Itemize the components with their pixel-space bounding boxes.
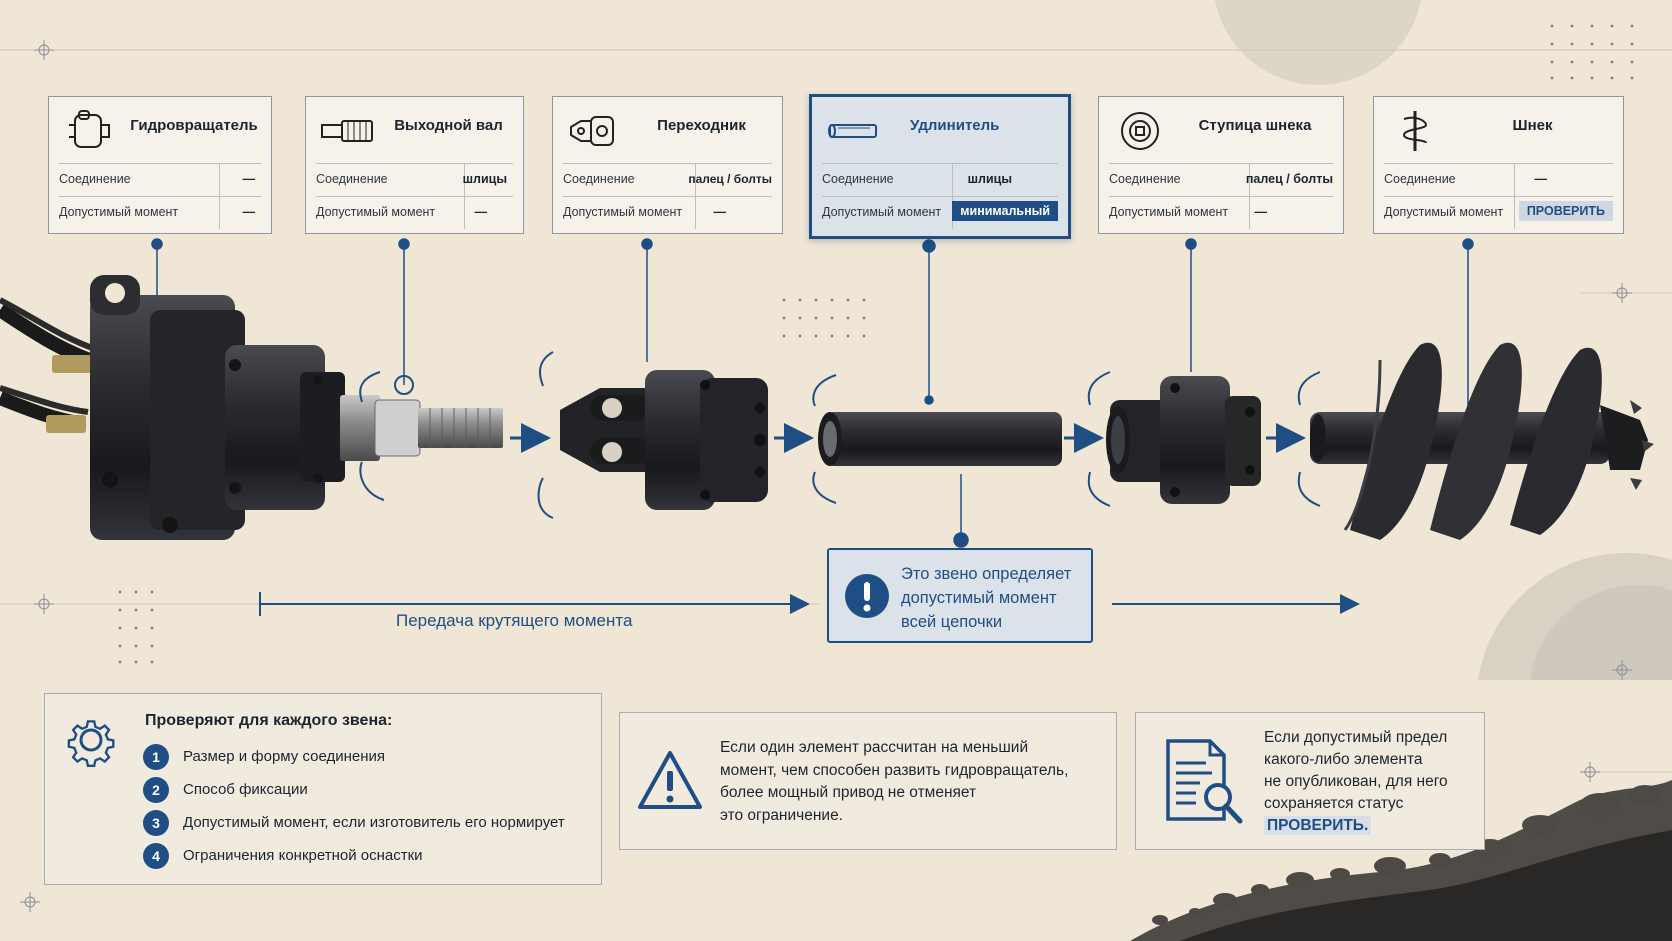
rocky-ground (1130, 780, 1672, 941)
item-text: Ограничения конкретной оснастки (183, 847, 423, 864)
card-title: Шнек (1512, 117, 1553, 134)
torque-value: — (242, 205, 256, 219)
info-line-1: Если допустимый предел (1264, 729, 1448, 746)
card-auger: Шнек Соединение — Допустимый момент ПРОВЕР… (1373, 96, 1624, 234)
checklist-box: Проверяют для каждого звена: 1 Размер и ф… (44, 693, 602, 885)
info-line-2: какого-либо элемента (1264, 751, 1423, 768)
checklist-title: Проверяют для каждого звена: (145, 712, 393, 729)
auger-hub (1106, 376, 1261, 504)
connection-label: Соединение (563, 172, 635, 186)
torque-label: Допустимый момент (563, 205, 683, 219)
warning-triangle-icon (638, 751, 702, 809)
torque-value: — (713, 205, 727, 219)
extension-bar-icon (828, 124, 877, 138)
torque-value-check-badge: ПРОВЕРИТЬ (1518, 201, 1613, 221)
connection-label: Соединение (316, 172, 388, 186)
card-title: Гидровращатель (130, 117, 258, 134)
connection-label: Соединение (1109, 172, 1181, 186)
connection-value: палец / болты (688, 172, 772, 186)
torque-label: Допустимый момент (316, 205, 436, 219)
callout-line-3: всей цепочки (901, 613, 1003, 631)
item-number: 1 (143, 744, 169, 770)
item-text: Допустимый момент, если изготовитель его… (183, 814, 565, 831)
info-box: Если допустимый предел какого-либо элеме… (1135, 712, 1485, 850)
torque-value-minimal-badge: минимальный (952, 201, 1058, 221)
warning-line-2: момент, чем способен развить гидровращат… (720, 761, 1069, 779)
torque-label: Допустимый момент (1109, 205, 1229, 219)
callout-line-1: Это звено определяет (901, 565, 1072, 583)
rotation-arrows (359, 351, 1321, 519)
hydraulic-motor (0, 275, 503, 540)
torque-value: — (1254, 205, 1268, 219)
item-number: 3 (143, 810, 169, 836)
connection-value: — (242, 172, 256, 186)
connection-label: Соединение (59, 172, 131, 186)
auger (1310, 342, 1654, 540)
item-text: Размер и форму соединения (183, 748, 386, 765)
check-status-badge: ПРОВЕРИТЬ. (1264, 816, 1372, 835)
card-adapter: Переходник Соединение палец / болты Допус… (552, 96, 783, 234)
splined-shaft-icon (321, 120, 373, 142)
connection-value: шлицы (967, 172, 1012, 186)
background-decor (0, 0, 1672, 912)
warning-line-4: это ограничение. (720, 806, 843, 824)
connection-value: палец / болты (1245, 172, 1333, 186)
torque-flow-line (259, 592, 1360, 616)
card-connectors (151, 238, 1474, 548)
item-number: 2 (143, 777, 169, 803)
torque-flow-label: Передача крутящего момента (396, 611, 633, 630)
adapter-icon (570, 116, 614, 146)
torque-label: Допустимый момент (59, 205, 179, 219)
callout-line-2: допустимый момент (901, 589, 1057, 607)
auger-hub-icon (1121, 112, 1159, 150)
document-search-icon (1166, 739, 1243, 824)
adapter (560, 370, 768, 510)
card-title: Ступица шнека (1198, 117, 1312, 134)
hydraulic-motor-icon (69, 110, 110, 148)
card-title: Переходник (657, 117, 746, 134)
warning-line-3: более мощный привод не отменяет (720, 784, 977, 801)
limiting-link-callout: Это звено определяет допустимый момент в… (827, 548, 1093, 643)
info-line-3: не опубликован, для него (1264, 773, 1448, 790)
card-hydraulic-motor: Гидровращатель Соединение — Допустимый мо… (48, 96, 272, 234)
item-text: Способ фиксации (183, 781, 308, 798)
extension-bar (818, 412, 1062, 466)
warning-line-1: Если один элемент рассчитан на меньший (720, 739, 1029, 756)
card-extension: Удлинитель Соединение шлицы Допустимый мо… (809, 94, 1071, 239)
item-number: 4 (143, 843, 169, 869)
warning-box: Если один элемент рассчитан на меньший м… (619, 712, 1117, 850)
connection-value: шлицы (462, 172, 507, 186)
exclamation-icon (845, 574, 889, 618)
card-output-shaft: Выходной вал Соединение шлицы Допустимый … (305, 96, 524, 234)
card-title: Удлинитель (910, 117, 1000, 134)
connection-label: Соединение (1384, 172, 1456, 186)
auger-icon (1402, 111, 1428, 151)
torque-value: — (474, 205, 488, 219)
gear-icon (67, 720, 115, 767)
info-line-4: сохраняется статус (1264, 795, 1404, 812)
torque-label: Допустимый момент (1384, 205, 1504, 219)
card-title: Выходной вал (394, 117, 503, 134)
card-auger-hub: Ступица шнека Соединение палец / болты До… (1098, 96, 1344, 234)
connection-value: — (1534, 172, 1548, 186)
torque-label: Допустимый момент (822, 205, 942, 219)
connection-label: Соединение (822, 172, 894, 186)
